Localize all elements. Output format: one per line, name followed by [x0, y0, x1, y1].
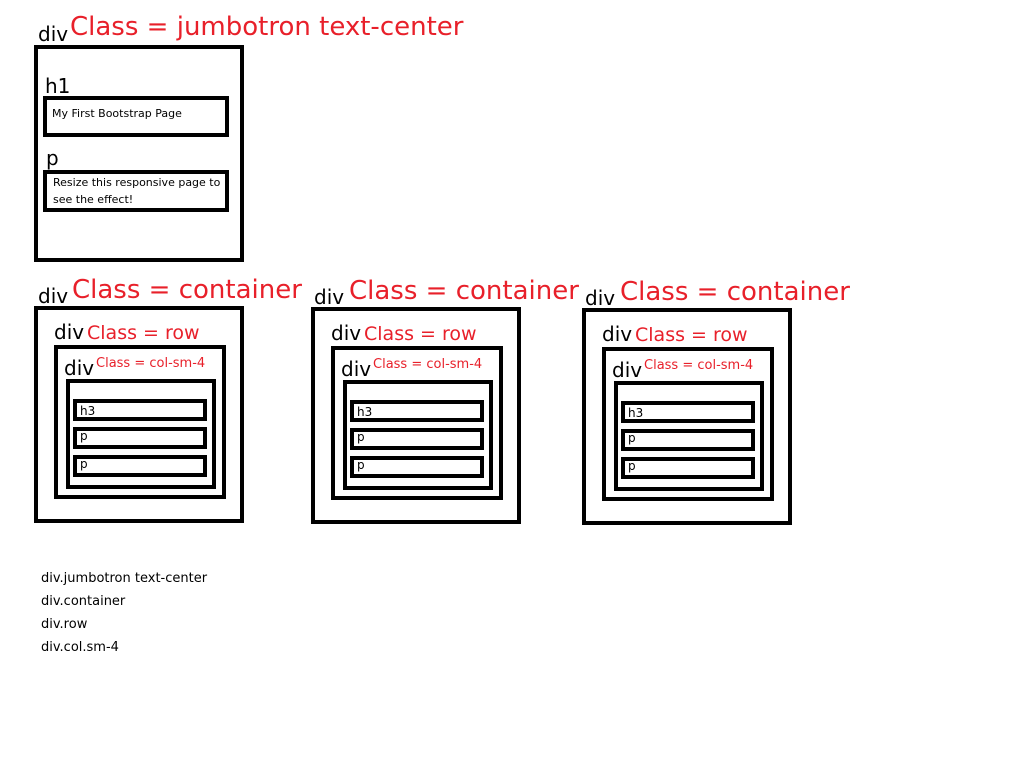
col-2-item-2-label: p — [357, 430, 365, 444]
col-1-item-1-box — [73, 399, 207, 421]
row-3-tag-label: div — [602, 322, 633, 346]
h1-tag-label: h1 — [45, 74, 71, 98]
col-2-class-label: Class = col-sm-4 — [373, 357, 483, 372]
col-1-item-3-label: p — [80, 457, 88, 471]
col-3-item-1-box — [621, 401, 755, 423]
h1-text: My First Bootstrap Page — [52, 107, 182, 120]
col-3-class-label: Class = col-sm-4 — [644, 358, 754, 373]
p-text-line1: Resize this responsive page to — [53, 176, 221, 189]
jumbotron-class-label: Class = jumbotron text-center — [70, 12, 464, 42]
row-3-box — [602, 347, 774, 501]
col-1-item-2-label: p — [80, 429, 88, 443]
p-tag-label: p — [46, 146, 59, 170]
col-2-item-1-label: h3 — [357, 405, 373, 419]
col-1-item-2-box — [73, 427, 207, 449]
col-1-item-3-box — [73, 455, 207, 477]
col-1-tag-label: div — [64, 356, 95, 380]
jumbotron-box — [34, 45, 244, 262]
legend-col: div.col.sm-4 — [41, 640, 119, 655]
col-1-box — [66, 379, 216, 489]
container-1-tag-label: div — [38, 284, 69, 308]
row-1-tag-label: div — [54, 320, 85, 344]
container-1-class-label: Class = container — [72, 275, 302, 305]
col-2-item-1-box — [350, 400, 484, 422]
col-2-item-3-box — [350, 456, 484, 478]
row-1-box — [54, 345, 226, 499]
col-2-item-3-label: p — [357, 458, 365, 472]
legend-jumbotron: div.jumbotron text-center — [41, 571, 208, 586]
col-2-box — [343, 380, 493, 490]
col-3-box — [614, 381, 764, 491]
col-3-item-3-box — [621, 457, 755, 479]
row-2-class-label: Class = row — [364, 323, 477, 345]
jumbotron-tag-label: div — [38, 22, 69, 46]
col-3-item-1-label: h3 — [628, 406, 644, 420]
col-3-item-3-label: p — [628, 459, 636, 473]
container-3-box — [582, 308, 792, 525]
row-2-tag-label: div — [331, 321, 362, 345]
container-3-tag-label: div — [585, 286, 616, 310]
p-text-line2: see the effect! — [53, 193, 134, 206]
col-3-tag-label: div — [612, 358, 643, 382]
h1-box — [43, 96, 229, 137]
legend-row: div.row — [41, 617, 88, 632]
col-2-item-2-box — [350, 428, 484, 450]
col-3-item-2-box — [621, 429, 755, 451]
col-3-item-2-label: p — [628, 431, 636, 445]
row-3-class-label: Class = row — [635, 324, 748, 346]
container-3-class-label: Class = container — [620, 277, 850, 307]
container-2-box — [311, 307, 521, 524]
container-2-class-label: Class = container — [349, 276, 579, 306]
row-1-class-label: Class = row — [87, 322, 200, 344]
legend-container: div.container — [41, 594, 126, 609]
container-2-tag-label: div — [314, 285, 345, 309]
row-2-box — [331, 346, 503, 500]
container-1-box — [34, 306, 244, 523]
p-box — [43, 170, 229, 212]
col-1-class-label: Class = col-sm-4 — [96, 356, 206, 371]
col-2-tag-label: div — [341, 357, 372, 381]
col-1-item-1-label: h3 — [80, 404, 96, 418]
